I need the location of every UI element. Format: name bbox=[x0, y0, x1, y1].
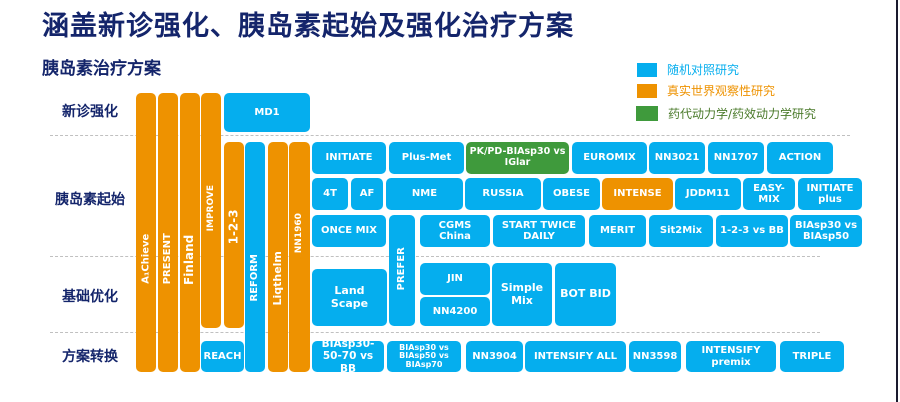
study-intensify-premix[interactable]: INTENSIFY premix bbox=[686, 341, 776, 372]
study-jddm11[interactable]: JDDM11 bbox=[675, 178, 741, 210]
study-euromix[interactable]: EUROMIX bbox=[572, 142, 647, 174]
legend-pkpd: 药代动力学/药效动力学研究 bbox=[636, 105, 816, 122]
study-md1[interactable]: MD1 bbox=[224, 93, 310, 132]
study-label: PREFER bbox=[396, 247, 408, 291]
study-cgms-china[interactable]: CGMS China bbox=[420, 215, 490, 247]
study-nme[interactable]: NME bbox=[386, 178, 463, 210]
study-plus-met[interactable]: Plus-Met bbox=[389, 142, 464, 174]
study-biasp30-vs-50-vs-70[interactable]: BIAsp30 vs BIAsp50 vs BIAsp70 bbox=[387, 341, 461, 372]
study-nn3598[interactable]: NN3598 bbox=[629, 341, 681, 372]
study-label: NN1960 bbox=[294, 213, 305, 254]
study-biasp30-50-70-vs-bb[interactable]: BIAsp30-50-70 vs BB bbox=[312, 338, 384, 375]
legend-label: 随机对照研究 bbox=[667, 63, 740, 77]
study-sit2mix[interactable]: Sit2Mix bbox=[649, 215, 713, 247]
study-start-twice-daily[interactable]: START TWICE DAILY bbox=[493, 215, 585, 247]
legend-label: 真实世界观察性研究 bbox=[667, 84, 776, 98]
study-reform[interactable]: REFORM bbox=[245, 142, 265, 372]
study-label: Finland bbox=[182, 234, 197, 285]
study-landscape[interactable]: Land Scape bbox=[312, 269, 387, 326]
legend-rwe: 真实世界观察性研究 bbox=[637, 82, 775, 99]
study-nn3021[interactable]: NN3021 bbox=[649, 142, 705, 174]
study-label: A₁Chieve bbox=[140, 233, 152, 284]
study-merit[interactable]: MERIT bbox=[589, 215, 646, 247]
study-1-2-3[interactable]: 1-2-3 bbox=[224, 142, 244, 328]
study-4t[interactable]: 4T bbox=[312, 178, 348, 210]
study-easy-mix[interactable]: EASY-MIX bbox=[743, 178, 795, 210]
study-af[interactable]: AF bbox=[351, 178, 383, 210]
study-obese[interactable]: OBESE bbox=[543, 178, 600, 210]
study-nn1960[interactable]: NN1960 bbox=[289, 142, 310, 372]
study-action[interactable]: ACTION bbox=[767, 142, 833, 174]
study-label: IMPROVE bbox=[205, 184, 216, 232]
study-intensify-all[interactable]: INTENSIFY ALL bbox=[525, 341, 626, 372]
row-label-new-diagnosis: 新诊强化 bbox=[62, 104, 118, 120]
legend-swatch-green bbox=[636, 106, 658, 121]
study-reach[interactable]: REACH bbox=[201, 341, 244, 372]
study-label: 1-2-3 bbox=[226, 209, 241, 245]
study-triple[interactable]: TRIPLE bbox=[780, 341, 844, 372]
legend-swatch-blue bbox=[637, 62, 657, 77]
study-russia[interactable]: RUSSIA bbox=[465, 178, 541, 210]
page-title: 涵盖新诊强化、胰岛素起始及强化治疗方案 bbox=[42, 11, 574, 42]
study-finland[interactable]: Finland bbox=[180, 93, 200, 372]
study-intense[interactable]: INTENSE bbox=[602, 178, 673, 210]
study-improve[interactable]: IMPROVE bbox=[201, 93, 221, 328]
row-separator bbox=[50, 135, 850, 136]
row-separator bbox=[50, 332, 820, 333]
study-initiate-plus[interactable]: INITIATE plus bbox=[798, 178, 862, 210]
study-nn1707[interactable]: NN1707 bbox=[708, 142, 764, 174]
study-present[interactable]: PRESENT bbox=[158, 93, 178, 372]
study-liqthelm[interactable]: Liqthelm bbox=[268, 142, 288, 372]
study-once-mix[interactable]: ONCE MIX bbox=[312, 215, 386, 247]
study-label: PRESENT bbox=[162, 233, 174, 285]
legend-label: 药代动力学/药效动力学研究 bbox=[668, 107, 817, 121]
row-separator bbox=[50, 256, 820, 257]
study-nn4200[interactable]: NN4200 bbox=[420, 297, 490, 326]
section-subtitle: 胰岛素治疗方案 bbox=[42, 59, 161, 79]
study-label: REFORM bbox=[249, 253, 261, 302]
study-a1chieve[interactable]: A₁Chieve bbox=[136, 93, 156, 372]
study-simple-mix[interactable]: Simple Mix bbox=[492, 263, 552, 326]
study-nn3904[interactable]: NN3904 bbox=[466, 341, 523, 372]
row-label-regimen-switch: 方案转换 bbox=[62, 349, 118, 365]
study-jin[interactable]: JIN bbox=[420, 263, 490, 295]
study-pkpd[interactable]: PK/PD-BIAsp30 vs IGlar bbox=[466, 142, 569, 174]
study-123-vs-bb[interactable]: 1-2-3 vs BB bbox=[716, 215, 788, 247]
row-label-insulin-initiation: 胰岛素起始 bbox=[55, 192, 125, 208]
study-label: Liqthelm bbox=[270, 251, 284, 306]
study-initiate[interactable]: INITIATE bbox=[312, 142, 386, 174]
legend-rct: 随机对照研究 bbox=[637, 61, 739, 78]
study-biasp30-vs-biasp50[interactable]: BIAsp30 vs BIAsp50 bbox=[790, 215, 862, 247]
row-label-basal-optimization: 基础优化 bbox=[62, 289, 118, 305]
study-prefer[interactable]: PREFER bbox=[389, 215, 415, 326]
study-bot-bid[interactable]: BOT BID bbox=[555, 263, 616, 326]
slide-edge-line bbox=[896, 0, 898, 402]
legend-swatch-orange bbox=[637, 83, 657, 98]
